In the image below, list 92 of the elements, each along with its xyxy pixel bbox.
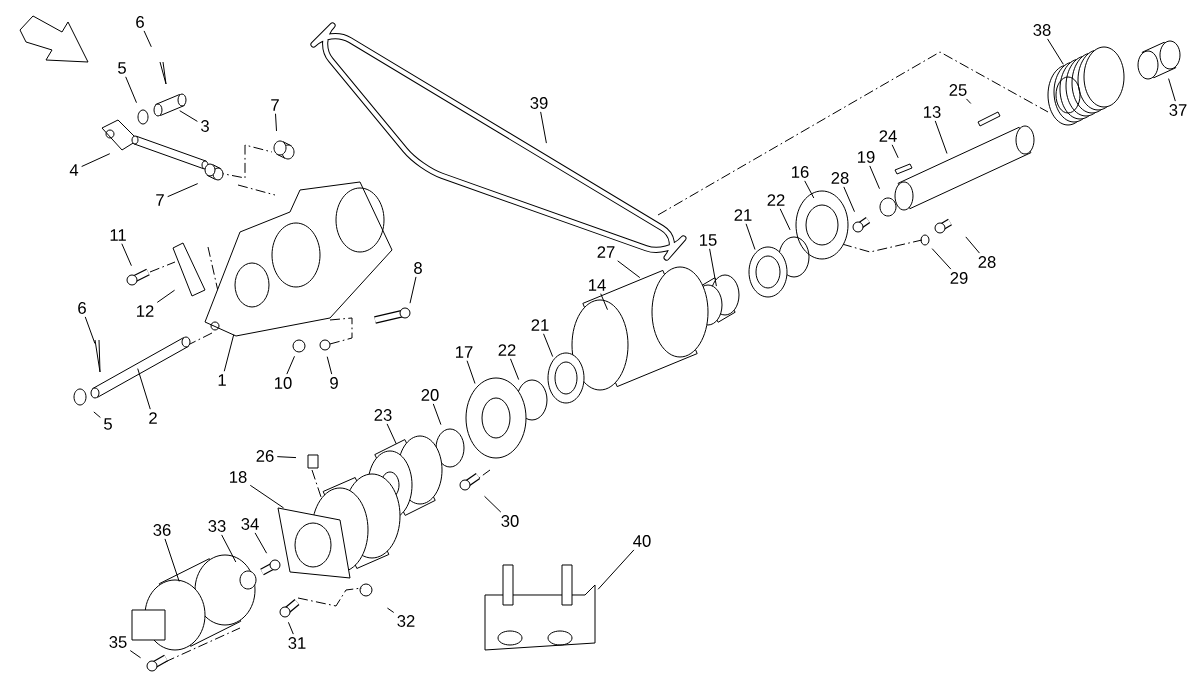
callout-number: 22 <box>767 194 785 206</box>
leader-line <box>965 236 980 254</box>
callout-number: 12 <box>137 305 154 317</box>
callout-number: 33 <box>208 520 226 532</box>
leader-line <box>466 360 476 384</box>
callout-number: 38 <box>1033 24 1051 36</box>
callout-number: 26 <box>256 450 274 462</box>
callout-number: 9 <box>330 377 338 389</box>
callout-number: 2 <box>149 412 157 424</box>
callout-number: 13 <box>924 106 941 118</box>
leader-line <box>540 111 547 144</box>
leader-line <box>326 356 333 375</box>
leader-line <box>221 534 237 563</box>
callout-number: 35 <box>109 636 127 648</box>
callout-number: 11 <box>110 229 126 241</box>
callout-number: 6 <box>78 302 86 314</box>
callout-number: 31 <box>288 637 306 649</box>
leader-line <box>81 153 111 167</box>
callout-number: 20 <box>421 389 439 401</box>
leader-line <box>287 621 294 635</box>
leader-line <box>276 456 297 459</box>
leader-line <box>84 316 96 344</box>
leader-line <box>143 30 152 48</box>
callout-number: 40 <box>633 535 651 547</box>
leader-line <box>156 289 176 303</box>
callout-number: 24 <box>879 130 897 142</box>
leader-line <box>254 532 268 554</box>
leader-line <box>869 165 880 190</box>
leader-line <box>121 243 132 267</box>
callout-number: 28 <box>831 172 849 184</box>
callout-number: 21 <box>531 319 549 331</box>
callout-number: 16 <box>792 166 809 178</box>
callout-number: 30 <box>501 515 519 527</box>
callout-number: 3 <box>201 120 209 132</box>
callout-number: 7 <box>156 194 164 206</box>
leader-line <box>125 76 137 104</box>
leader-line <box>965 98 972 104</box>
callout-number: 10 <box>275 377 292 389</box>
leader-line <box>223 334 235 372</box>
leader-line <box>779 208 791 231</box>
leader-line <box>617 260 641 279</box>
callout-number: 36 <box>153 524 171 536</box>
callout-number: 5 <box>118 62 126 74</box>
leader-line <box>432 403 442 426</box>
callout-number: 21 <box>734 209 752 221</box>
leader-line <box>510 358 520 381</box>
leader-line <box>167 183 199 198</box>
callout-number: 14 <box>589 279 606 291</box>
callout-number: 19 <box>858 151 875 163</box>
leader-line <box>164 538 180 582</box>
callout-number: 18 <box>230 471 247 483</box>
callout-number: 17 <box>456 346 473 358</box>
leader-line <box>1168 78 1176 102</box>
leader-line <box>179 110 198 122</box>
callout-number: 37 <box>1169 104 1187 116</box>
callout-number: 8 <box>414 262 422 274</box>
callout-number: 23 <box>374 409 392 421</box>
callout-number: 5 <box>104 418 112 430</box>
callout-number: 7 <box>271 99 279 111</box>
leader-line <box>409 276 417 304</box>
leader-line <box>275 113 277 132</box>
leader-line <box>931 248 952 270</box>
callout-number: 15 <box>700 234 717 246</box>
leader-line <box>249 484 285 509</box>
callout-number: 29 <box>950 272 968 284</box>
leader-line <box>386 423 397 445</box>
leader-line <box>597 549 635 590</box>
leader-line <box>804 180 815 199</box>
callout-number: 4 <box>69 164 79 176</box>
callout-number: 22 <box>498 344 516 356</box>
callout-number: 27 <box>597 246 615 258</box>
callout-number: 34 <box>241 518 259 530</box>
callout-number: 1 <box>218 374 226 386</box>
leader-line <box>1047 38 1064 65</box>
callout-number: 32 <box>397 615 415 627</box>
leader-line <box>137 368 151 410</box>
leader-line <box>843 186 855 213</box>
leader-line <box>891 144 899 159</box>
leader-line <box>709 248 717 287</box>
leader-line <box>543 333 554 358</box>
leader-line <box>93 411 101 418</box>
leader-line <box>934 120 948 154</box>
leader-line <box>600 293 608 311</box>
callout-number: 25 <box>949 84 967 96</box>
callout-number: 28 <box>978 256 996 268</box>
leader-line <box>745 223 756 250</box>
leader-line <box>386 607 395 613</box>
leader-line <box>286 355 295 375</box>
callout-number: 6 <box>136 16 144 28</box>
callout-number: 39 <box>530 97 548 109</box>
leader-line <box>129 650 142 659</box>
leader-line <box>484 495 502 513</box>
